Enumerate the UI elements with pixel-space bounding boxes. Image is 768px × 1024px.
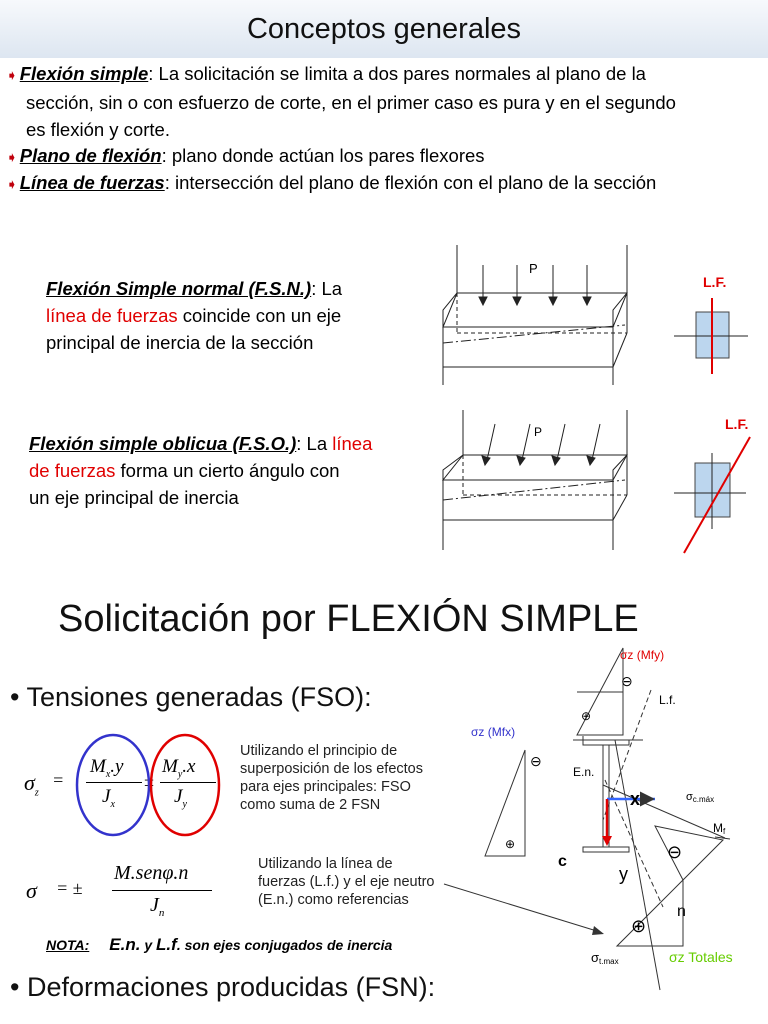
bullet-deformaciones: • Deformaciones producidas (FSN): (10, 972, 436, 1002)
load-label: P (534, 425, 542, 439)
en-label: E.n. (573, 765, 594, 779)
bullet-tensiones: • Tensiones generadas (FSO): (10, 682, 372, 712)
note-line: para ejes principales: FSO (240, 779, 411, 795)
note-neutral-axis: Utilizando la línea de fuerzas (L.f.) y … (258, 855, 478, 909)
text: sección, sin o con esfuerzo de corte, en… (26, 92, 676, 113)
note-superposition: Utilizando el principio de superposición… (240, 742, 460, 814)
term: Flexión simple oblicua (F.S.O.) (29, 433, 297, 454)
text: : plano donde actúan los pares flexores (161, 145, 485, 166)
text: : La (311, 278, 343, 299)
arrow-icon: ➧ (6, 149, 18, 165)
minus-symbol: ⊖ (667, 842, 682, 862)
load-arrows (481, 423, 601, 467)
plus-symbol: ⊕ (631, 916, 646, 936)
sz-mfy-label: σz (Mfy) (620, 648, 664, 662)
lf-label-2: L.F. (725, 416, 749, 432)
text: y (140, 937, 157, 953)
text: . son ejes conjugados de inercia (176, 937, 393, 953)
text: un eje principal de inercia (29, 487, 239, 508)
term: Flexión simple (19, 63, 149, 84)
formula-highlight-ellipses (75, 733, 221, 837)
text: E.n. (109, 935, 141, 954)
load-label: P (529, 261, 538, 276)
numerator-y: My.x (162, 756, 196, 780)
bullet-plano-flexion: ➧Plano de flexión: plano donde actúan lo… (6, 142, 766, 171)
minus-symbol: ⊖ (530, 753, 542, 769)
nota-label: NOTA: (46, 937, 90, 953)
arrow-icon: ➧ (6, 176, 18, 192)
title-bar: Conceptos generales (0, 0, 768, 58)
fraction-line (112, 890, 212, 891)
sz-mfx-label: σz (Mfx) (471, 725, 515, 739)
denominator-y: Jy (174, 786, 187, 810)
plus-symbol: ⊕ (581, 709, 591, 723)
nota-line: NOTA: E.n. y L.f. son ejes conjugados de … (46, 935, 392, 955)
text: línea de fuerzas (46, 305, 178, 326)
text: forma un cierto ángulo con (115, 460, 340, 481)
text: línea (332, 433, 373, 454)
note-line: como suma de 2 FSN (240, 797, 381, 813)
x-axis-label: x (630, 789, 640, 809)
c-label: c (558, 853, 567, 870)
text: : La (296, 433, 333, 454)
note-line: fuerzas (L.f.) y el eje neutro (258, 874, 435, 890)
totales-label: σz Totales (669, 949, 733, 965)
y-axis-label: y (619, 864, 628, 884)
sc-max-label: σc.máx (686, 791, 714, 804)
sigma: σ (26, 878, 37, 903)
equals: = (52, 770, 65, 790)
page-title: Conceptos generales (246, 13, 522, 45)
note-line: Utilizando la línea de (258, 856, 393, 872)
numerator: M.senφ.n (114, 862, 189, 884)
beam-diagram-fsn: P (442, 245, 628, 385)
section-title: Solicitación por FLEXIÓN SIMPLE (58, 598, 639, 640)
note-line: superposición de los efectos (240, 761, 423, 777)
section-fso (674, 436, 751, 554)
text: de fuerzas (29, 460, 116, 481)
sigma: σz (24, 770, 39, 799)
minus-symbol: ⊖ (621, 673, 633, 689)
equals-pm: = ± (56, 878, 83, 898)
denominator-x: Jx (102, 786, 115, 810)
text: es flexión y corte. (26, 119, 170, 140)
formula-neutral-axis: σ = ± M.senφ.n Jn (22, 858, 222, 928)
note-line: (E.n.) como referencias (258, 892, 409, 908)
text: principal de inercia de la sección (46, 332, 314, 353)
st-max-label: σt.max (591, 950, 619, 966)
lf-label-1: L.F. (703, 274, 727, 290)
denominator: Jn (150, 894, 165, 919)
numerator-x: Mx.y (90, 756, 124, 780)
fsn-paragraph: Flexión Simple normal (F.S.N.): La línea… (46, 275, 406, 356)
load-arrows (478, 265, 592, 307)
pointer-arrow (443, 883, 604, 935)
bullet-linea-fuerzas: ➧Línea de fuerzas: intersección del plan… (6, 169, 766, 198)
plus-symbol: ⊕ (505, 837, 515, 851)
term: Línea de fuerzas (19, 172, 165, 193)
arrow-icon: ➧ (6, 67, 18, 83)
text: L.f (156, 935, 177, 954)
text: : La solicitación se limita a dos pares … (148, 63, 646, 84)
fraction-line (160, 782, 216, 783)
term: Flexión Simple normal (F.S.N.) (46, 278, 312, 299)
term: Plano de flexión (19, 145, 162, 166)
fraction-line (86, 782, 142, 783)
n-label: n (677, 903, 686, 920)
mf-label: Mf (713, 821, 726, 836)
bullet-flexion-simple: ➧Flexión simple: La solicitación se limi… (6, 60, 766, 143)
text: coincide con un eje (177, 305, 342, 326)
beam-diagram-fso: P (441, 410, 628, 550)
section-fsn (674, 298, 748, 374)
fso-paragraph: Flexión simple oblicua (F.S.O.): La líne… (29, 430, 409, 511)
lf-label: L.f. (659, 693, 676, 707)
text: : intersección del plano de flexión con … (164, 172, 657, 193)
note-line: Utilizando el principio de (240, 743, 398, 759)
stress-diagram: σz (Mfy) ⊖ ⊕ L.f. σz (Mfx) ⊖ ⊕ x y E.n. … (471, 647, 733, 991)
